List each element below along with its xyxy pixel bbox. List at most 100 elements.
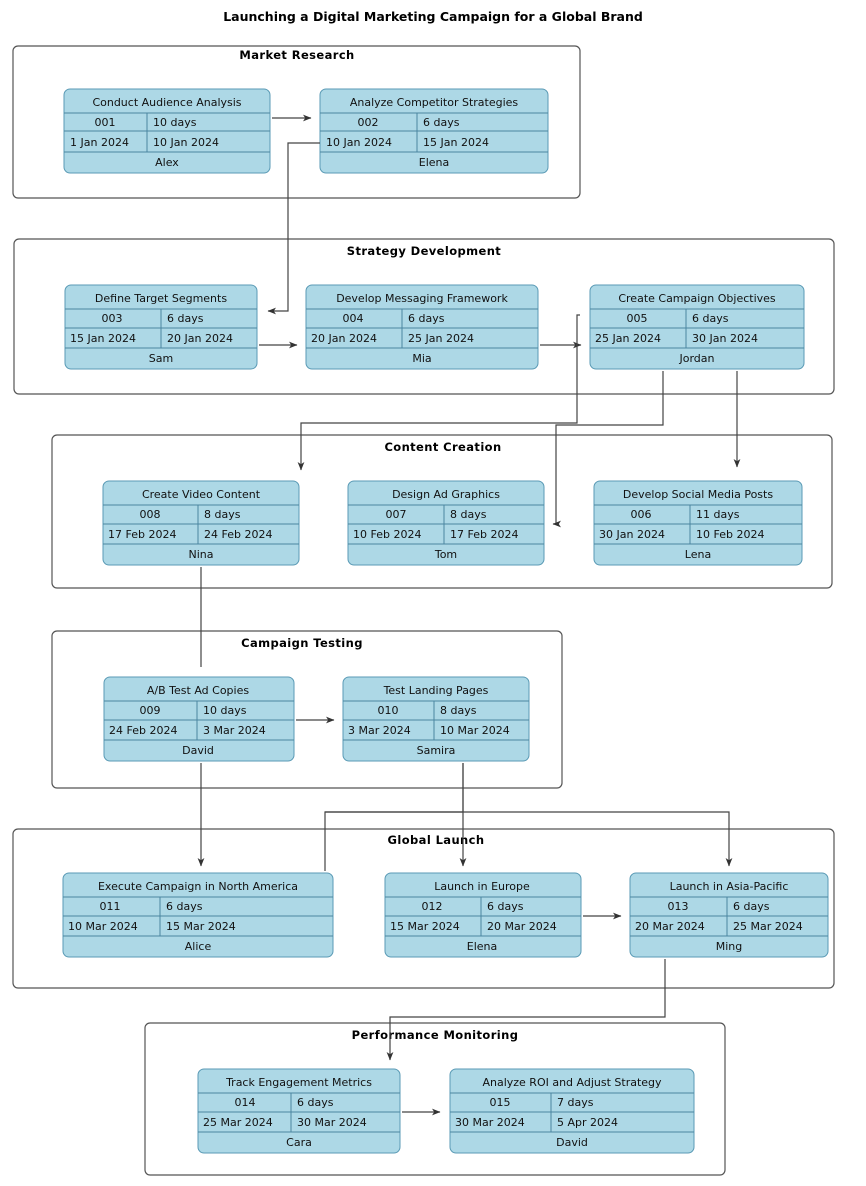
task-start: 30 Jan 2024: [599, 528, 665, 541]
task-duration: 7 days: [557, 1096, 594, 1109]
task-id: 003: [102, 312, 123, 325]
task-owner: David: [556, 1136, 588, 1149]
task-node-012[interactable]: Launch in Europe 012 6 days 15 Mar 2024 …: [384, 872, 582, 958]
edge-007-008: [297, 314, 580, 471]
task-start: 3 Mar 2024: [348, 724, 411, 737]
task-id: 014: [235, 1096, 256, 1109]
task-id: 012: [422, 900, 443, 913]
task-duration: 10 days: [153, 116, 197, 129]
task-duration: 6 days: [487, 900, 524, 913]
task-owner: Elena: [467, 940, 498, 953]
task-name: Execute Campaign in North America: [98, 880, 298, 893]
task-id: 015: [490, 1096, 511, 1109]
task-duration: 6 days: [692, 312, 729, 325]
task-name: Create Campaign Objectives: [618, 292, 776, 305]
task-owner: Samira: [417, 744, 456, 757]
task-node-015[interactable]: Analyze ROI and Adjust Strategy 015 7 da…: [449, 1068, 695, 1154]
task-end: 10 Feb 2024: [696, 528, 764, 541]
task-name: Define Target Segments: [95, 292, 227, 305]
task-node-008[interactable]: Create Video Content 008 8 days 17 Feb 2…: [102, 480, 300, 566]
task-start: 30 Mar 2024: [455, 1116, 525, 1129]
task-id: 005: [627, 312, 648, 325]
task-start: 15 Mar 2024: [390, 920, 460, 933]
task-end: 10 Mar 2024: [440, 724, 510, 737]
task-id: 008: [140, 508, 161, 521]
task-owner: Alice: [185, 940, 212, 953]
task-end: 15 Mar 2024: [166, 920, 236, 933]
task-node-011[interactable]: Execute Campaign in North America 011 6 …: [62, 872, 334, 958]
task-start: 20 Mar 2024: [635, 920, 705, 933]
task-start: 25 Mar 2024: [203, 1116, 273, 1129]
task-end: 25 Jan 2024: [408, 332, 474, 345]
task-duration: 11 days: [696, 508, 740, 521]
edge-013-014: [386, 959, 666, 1061]
group-title-strategy-development: Strategy Development: [347, 244, 502, 258]
task-node-001[interactable]: Conduct Audience Analysis 001 10 days 1 …: [63, 88, 271, 174]
task-name: Test Landing Pages: [383, 684, 489, 697]
task-id: 002: [358, 116, 379, 129]
task-id: 001: [95, 116, 116, 129]
task-end: 5 Apr 2024: [557, 1116, 618, 1129]
task-node-002[interactable]: Analyze Competitor Strategies 002 6 days…: [319, 88, 549, 174]
task-node-004[interactable]: Develop Messaging Framework 004 6 days 2…: [305, 284, 539, 370]
task-duration: 6 days: [166, 900, 203, 913]
task-end: 20 Mar 2024: [487, 920, 557, 933]
task-node-005[interactable]: Create Campaign Objectives 005 6 days 25…: [589, 284, 805, 370]
task-id: 006: [631, 508, 652, 521]
edge-006-007: [552, 371, 664, 528]
task-name: Analyze Competitor Strategies: [350, 96, 519, 109]
task-start: 10 Mar 2024: [68, 920, 138, 933]
group-title-content-creation: Content Creation: [384, 440, 501, 454]
task-name: Launch in Asia-Pacific: [670, 880, 789, 893]
task-id: 010: [378, 704, 399, 717]
task-owner: Cara: [286, 1136, 312, 1149]
task-duration: 6 days: [423, 116, 460, 129]
task-node-003[interactable]: Define Target Segments 003 6 days 15 Jan…: [64, 284, 258, 370]
task-start: 1 Jan 2024: [70, 136, 129, 149]
task-end: 30 Jan 2024: [692, 332, 758, 345]
task-end: 17 Feb 2024: [450, 528, 518, 541]
task-owner: Jordan: [679, 352, 715, 365]
task-id: 004: [343, 312, 364, 325]
task-owner: Ming: [716, 940, 743, 953]
task-duration: 10 days: [203, 704, 247, 717]
task-node-010[interactable]: Test Landing Pages 010 8 days 3 Mar 2024…: [342, 676, 530, 762]
task-duration: 8 days: [204, 508, 241, 521]
task-name: Track Engagement Metrics: [225, 1076, 372, 1089]
task-node-014[interactable]: Track Engagement Metrics 014 6 days 25 M…: [197, 1068, 401, 1154]
task-start: 20 Jan 2024: [311, 332, 377, 345]
task-name: Launch in Europe: [434, 880, 530, 893]
task-id: 009: [140, 704, 161, 717]
task-duration: 8 days: [440, 704, 477, 717]
task-end: 10 Jan 2024: [153, 136, 219, 149]
task-name: Develop Social Media Posts: [623, 488, 773, 501]
task-end: 24 Feb 2024: [204, 528, 272, 541]
task-duration: 6 days: [733, 900, 770, 913]
task-name: Design Ad Graphics: [392, 488, 500, 501]
edge-010-013: [325, 811, 733, 867]
task-node-006[interactable]: Develop Social Media Posts 006 11 days 3…: [593, 480, 803, 566]
task-id: 011: [100, 900, 121, 913]
task-id: 007: [386, 508, 407, 521]
group-title-performance-monitoring: Performance Monitoring: [352, 1028, 519, 1042]
task-owner: Lena: [685, 548, 711, 561]
task-duration: 8 days: [450, 508, 487, 521]
task-id: 013: [668, 900, 689, 913]
task-name: Develop Messaging Framework: [336, 292, 508, 305]
task-start: 25 Jan 2024: [595, 332, 661, 345]
task-end: 20 Jan 2024: [167, 332, 233, 345]
task-end: 3 Mar 2024: [203, 724, 266, 737]
task-name: Create Video Content: [142, 488, 261, 501]
task-owner: Nina: [189, 548, 214, 561]
task-end: 30 Mar 2024: [297, 1116, 367, 1129]
task-start: 24 Feb 2024: [109, 724, 177, 737]
task-name: Analyze ROI and Adjust Strategy: [482, 1076, 662, 1089]
task-duration: 6 days: [297, 1096, 334, 1109]
task-duration: 6 days: [408, 312, 445, 325]
task-end: 25 Mar 2024: [733, 920, 803, 933]
task-duration: 6 days: [167, 312, 204, 325]
task-node-009[interactable]: A/B Test Ad Copies 009 10 days 24 Feb 20…: [103, 676, 295, 762]
task-node-013[interactable]: Launch in Asia-Pacific 013 6 days 20 Mar…: [629, 872, 829, 958]
task-node-007[interactable]: Design Ad Graphics 007 8 days 10 Feb 202…: [347, 480, 545, 566]
group-title-market-research: Market Research: [239, 48, 354, 62]
